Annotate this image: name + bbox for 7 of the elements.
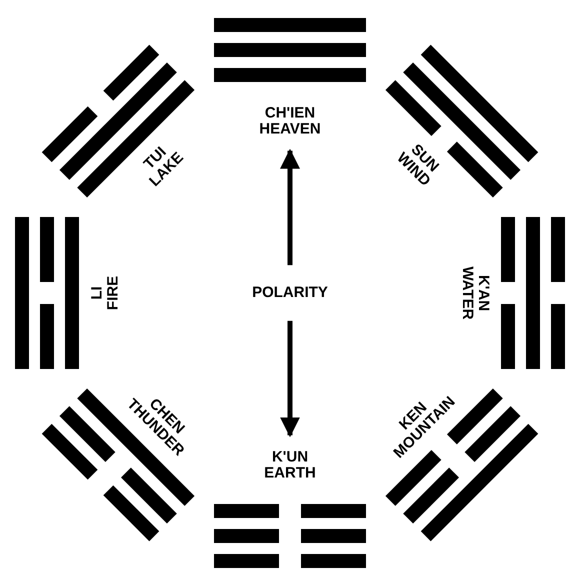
trigram-label: K'UN EARTH: [264, 449, 316, 481]
trigram-label: CH'IEN HEAVEN: [259, 105, 321, 137]
arrow: [280, 320, 300, 438]
trigram-label: LI FIRE: [89, 276, 121, 310]
center-label: POLARITY: [252, 285, 328, 301]
arrow: [280, 148, 300, 266]
trigram-label: K'AN WATER: [459, 266, 491, 320]
